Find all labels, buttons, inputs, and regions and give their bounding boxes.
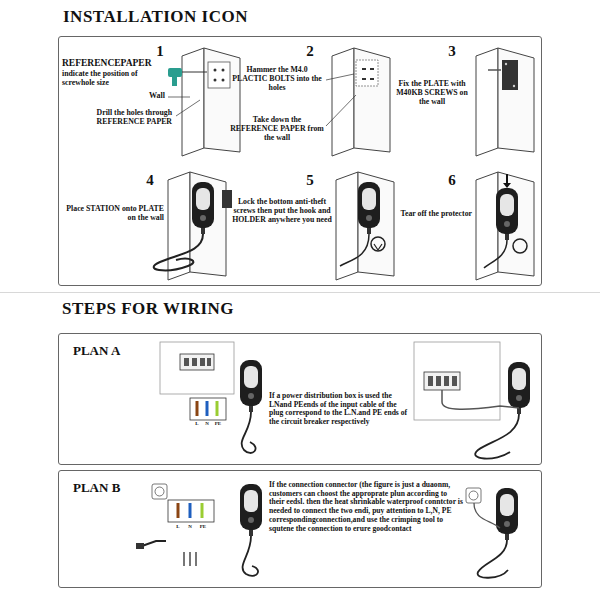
step-text: Take down the REFERENCE PAPER from the w… — [230, 116, 324, 143]
wall — [168, 172, 226, 280]
wire-label: L — [173, 524, 183, 530]
step-text: indicate the position of screwhole size — [62, 70, 170, 88]
plan-box: PLAN A If a power distribution box is use… — [58, 333, 542, 465]
charger — [240, 484, 262, 536]
wall — [476, 48, 534, 156]
charger — [240, 360, 262, 412]
wall — [182, 48, 240, 156]
heading: INSTALLATION ICON — [63, 7, 363, 27]
wall — [332, 48, 390, 156]
charger — [496, 488, 518, 540]
wire-label: PE — [197, 524, 209, 530]
step-number: 3 — [442, 43, 462, 60]
step-text: REFERENCEPAPER — [62, 58, 174, 69]
wire-label: N — [185, 524, 195, 530]
wall — [336, 172, 394, 280]
step-number: 5 — [300, 172, 320, 189]
step-text: Lock the bottom anti-theft screws then p… — [232, 198, 332, 225]
step-text: Wall — [120, 91, 165, 100]
step-number: 6 — [442, 172, 462, 189]
section-panel: STEPS FOR WIRING PLAN A If a power distrib… — [0, 292, 600, 600]
wire-label: L — [192, 421, 202, 427]
heading: PLAN A — [73, 344, 153, 359]
step-text: Fix the PLATE with M40KB SCREWS on the w… — [392, 80, 472, 107]
charger — [192, 182, 214, 234]
step-text: Hammer the M4.0 PLACTIC BOLTS into the h… — [230, 66, 324, 93]
step-text: Tear off the protector — [392, 210, 472, 219]
body-text: If a power distribution box is used the … — [269, 392, 411, 427]
charger — [358, 182, 380, 234]
charger — [508, 362, 530, 414]
step-number: 1 — [150, 43, 170, 60]
wire-label: PE — [212, 421, 224, 427]
step-number: 4 — [140, 172, 160, 189]
step-text: Drill the holes through REFERENCE PAPER — [62, 109, 172, 127]
heading: STEPS FOR WIRING — [62, 299, 362, 319]
charger — [496, 188, 518, 240]
plan-box: PLAN B If the connection connector (the f… — [58, 470, 542, 588]
body-text: If the connection connector (the figure … — [269, 481, 463, 533]
wall — [476, 172, 534, 280]
heading: PLAN B — [73, 481, 153, 496]
step-number: 2 — [300, 43, 320, 60]
step-text: Place STATION onto PLATE on the wall — [62, 205, 164, 223]
wire-label: N — [202, 421, 212, 427]
